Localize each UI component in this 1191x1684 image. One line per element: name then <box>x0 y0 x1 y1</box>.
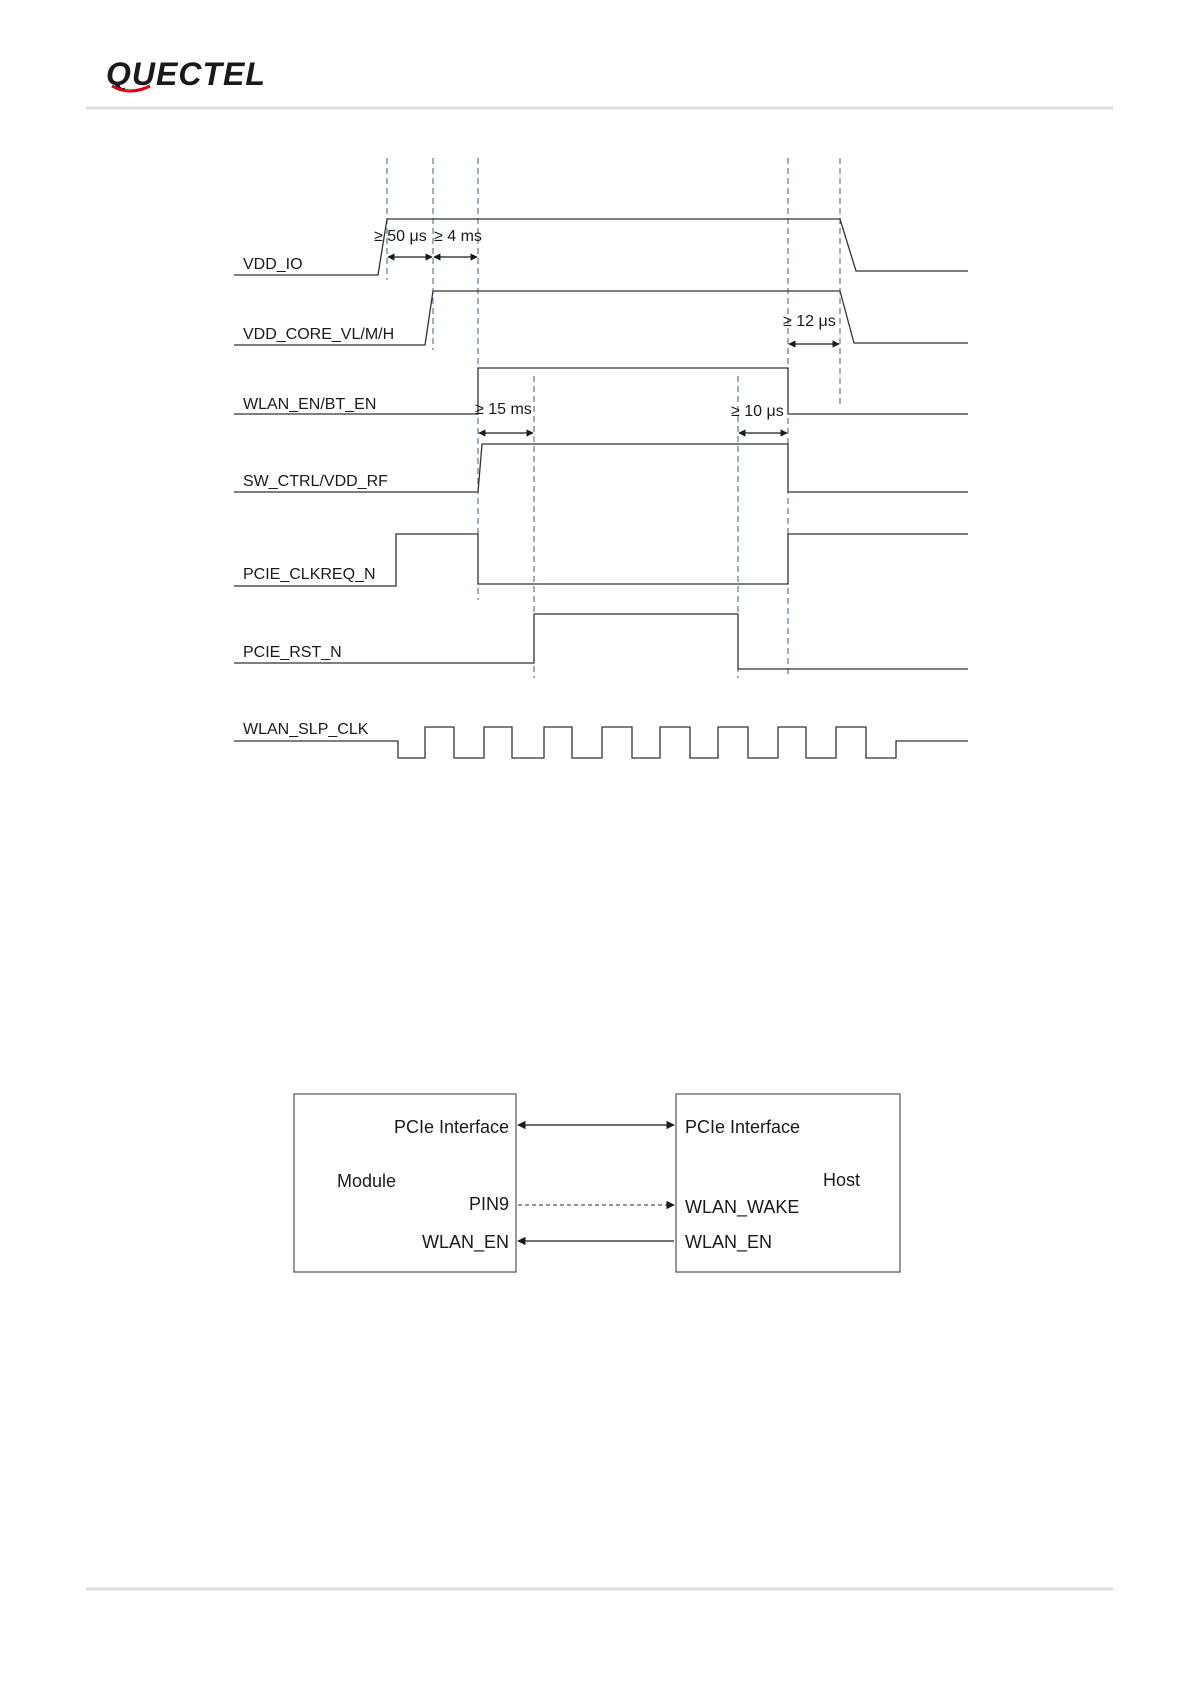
quectel-logo: QUECTEL <box>106 56 266 92</box>
signal-label-wlan-en: WLAN_EN/BT_EN <box>243 396 376 413</box>
host-wlan-wake-label: WLAN_WAKE <box>685 1197 799 1218</box>
module-title: Module <box>337 1171 396 1191</box>
wave-pcie-rst <box>234 614 968 669</box>
signal-label-wlan-slp-clk: WLAN_SLP_CLK <box>243 721 369 738</box>
timing-label-core-en: ≥ 4 ms <box>434 228 482 245</box>
timing-diagram: VDD_IO VDD_CORE_VL/M/H WLAN_EN/BT_EN SW_… <box>234 158 968 758</box>
module-pcie-label: PCIe Interface <box>394 1117 509 1137</box>
header: QUECTEL <box>86 56 1113 108</box>
timing-label-rst-en: ≥ 10 μs <box>731 403 784 420</box>
module-pin9-label: PIN9 <box>469 1194 509 1214</box>
signal-label-pcie-clkreq: PCIE_CLKREQ_N <box>243 566 376 583</box>
timing-label-en-core-off: ≥ 12 μs <box>783 313 836 330</box>
host-pcie-label: PCIe Interface <box>685 1117 800 1137</box>
logo-text: QUECTEL <box>106 56 266 92</box>
timing-label-en-rst: ≥ 15 ms <box>475 401 532 418</box>
signal-labels: VDD_IO VDD_CORE_VL/M/H WLAN_EN/BT_EN SW_… <box>243 256 394 738</box>
timing-label-io-core: ≥ 50 μs <box>374 228 427 245</box>
wave-vdd-io <box>234 219 968 275</box>
block-diagram: PCIe Interface Module PIN9 WLAN_EN PCIe … <box>294 1094 900 1272</box>
signal-label-vdd-core: VDD_CORE_VL/M/H <box>243 326 394 343</box>
host-title: Host <box>823 1170 860 1190</box>
signal-label-sw-ctrl: SW_CTRL/VDD_RF <box>243 473 388 490</box>
module-wlan-en-label: WLAN_EN <box>422 1232 509 1253</box>
host-wlan-en-label: WLAN_EN <box>685 1232 772 1253</box>
signal-label-pcie-rst: PCIE_RST_N <box>243 644 342 661</box>
signal-label-vdd-io: VDD_IO <box>243 256 303 273</box>
